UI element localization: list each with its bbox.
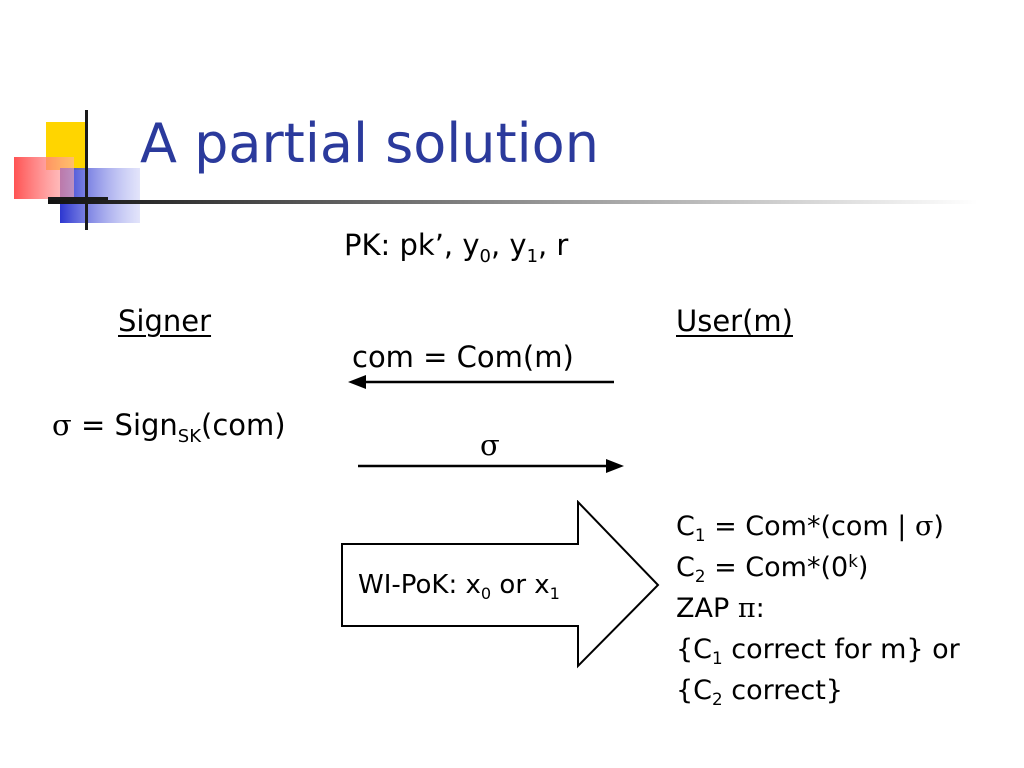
c1-letter: C [676, 511, 695, 542]
zap-line-c1-correct: {C1 correct for m} or [676, 629, 960, 670]
c2-correct-text: correct} [722, 675, 843, 706]
zap-line-pi: ZAP π: [676, 588, 960, 629]
zap-text: ZAP [676, 593, 738, 624]
c2-correct-subscript: 2 [712, 689, 723, 710]
c2-letter: C [676, 552, 695, 583]
wi-pok-mid: or x [491, 570, 550, 600]
signer-label: Signer [118, 304, 212, 338]
slide-logo-icon [14, 110, 140, 230]
pk-prefix: PK: pk’, y [344, 228, 480, 262]
title-underline-rule [48, 200, 978, 204]
sign-eq: = Sign [71, 408, 178, 442]
c1-correct-open: {C [676, 634, 713, 665]
slide-title: A partial solution [140, 112, 599, 175]
zap-line-c2: C2 = Com*(0k) [676, 547, 960, 588]
block-arrow-icon [341, 500, 660, 669]
wi-pok-x0-subscript: 0 [480, 584, 492, 604]
arrow-left-icon [348, 375, 614, 389]
c1-correct-text: correct for m} or [722, 634, 960, 665]
signing-equation: σ = SignSK(com) [52, 408, 286, 447]
wi-pok-label: WI-PoK: x0 or x1 [358, 568, 560, 605]
zap-line-c1: C1 = Com*(com | σ) [676, 506, 960, 547]
c1-correct-subscript: 1 [712, 648, 723, 669]
c2-superscript: k [848, 550, 858, 571]
zap-line-c2-correct: {C2 correct} [676, 670, 960, 711]
wi-pok-prefix: WI-PoK: x [358, 570, 481, 600]
c1-sigma: σ [914, 511, 934, 542]
zap-block: C1 = Com*(com | σ) C2 = Com*(0k) ZAP π: … [676, 506, 960, 711]
sign-subscript: SK [177, 425, 201, 447]
c2-correct-open: {C [676, 675, 713, 706]
sigma-symbol: σ [52, 408, 72, 442]
sigma-message: σ [480, 428, 500, 462]
commit-message: com = Com(m) [352, 340, 574, 374]
wi-pok-x1-subscript: 1 [549, 584, 560, 604]
c2-end: ) [857, 552, 869, 583]
public-key-text: PK: pk’, y0, y1, r [344, 228, 568, 267]
c2-text: = Com*(0 [705, 552, 849, 583]
c1-text: = Com*(com | [705, 511, 915, 542]
pi-symbol: π [737, 593, 756, 624]
c1-subscript: 1 [694, 525, 706, 546]
c1-end: ) [933, 511, 944, 542]
zap-colon: : [755, 593, 765, 624]
pk-y1-subscript: 1 [526, 245, 538, 267]
user-label: User(m) [676, 304, 793, 338]
arrow-right-icon [358, 459, 624, 473]
pk-suffix: , r [538, 228, 569, 262]
pk-separator: , y [490, 228, 527, 262]
c2-subscript: 2 [694, 566, 706, 587]
pk-y0-subscript: 0 [479, 245, 491, 267]
sign-argument: (com) [201, 408, 286, 442]
